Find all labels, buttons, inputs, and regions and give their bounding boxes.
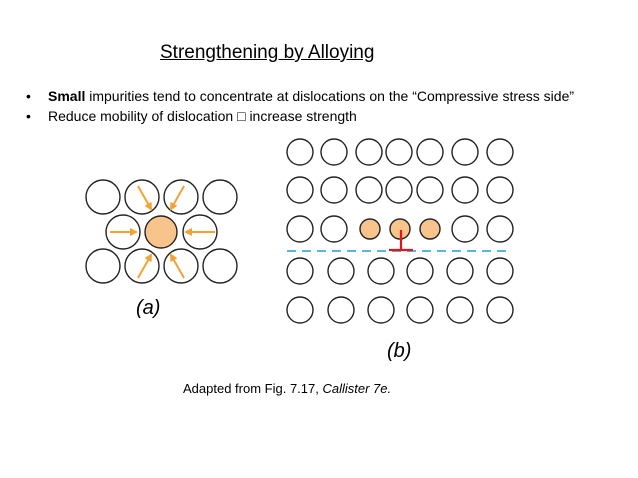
host-atom bbox=[327, 296, 355, 324]
caption-italic: Callister 7e. bbox=[322, 381, 392, 396]
host-atom bbox=[385, 176, 413, 204]
bullet-item: • Reduce mobility of dislocation □ incre… bbox=[26, 106, 574, 126]
bullet-rest: impurities tend to concentrate at disloc… bbox=[85, 88, 575, 104]
arrow-icon bbox=[137, 253, 152, 279]
host-atom bbox=[327, 257, 355, 285]
host-atom bbox=[367, 257, 395, 285]
host-atom bbox=[85, 248, 121, 284]
figure-caption: Adapted from Fig. 7.17, Callister 7e. bbox=[183, 381, 391, 396]
impurity-atom bbox=[419, 218, 441, 240]
host-atom bbox=[486, 296, 514, 324]
host-atom bbox=[124, 179, 160, 215]
title-text: Strengthening by Alloying bbox=[160, 42, 375, 63]
bullet-bold: Small bbox=[48, 88, 86, 104]
host-atom bbox=[355, 138, 383, 166]
caption-prefix: Adapted from Fig. 7.17, bbox=[183, 381, 323, 396]
arrow-icon bbox=[137, 185, 152, 211]
host-atom bbox=[124, 248, 160, 284]
arrow-icon bbox=[170, 185, 185, 211]
host-atom bbox=[416, 176, 444, 204]
bullet-text: Reduce mobility of dislocation □ increas… bbox=[48, 108, 357, 124]
host-atom bbox=[416, 138, 444, 166]
diagram-b bbox=[286, 138, 514, 324]
impurity-atom bbox=[144, 215, 178, 249]
bullet-list: • Small impurities tend to concentrate a… bbox=[26, 86, 574, 126]
host-atom bbox=[486, 138, 514, 166]
host-atom bbox=[320, 215, 348, 243]
host-atom bbox=[163, 179, 199, 215]
host-atom bbox=[202, 248, 238, 284]
host-atom bbox=[451, 215, 479, 243]
host-atom bbox=[286, 138, 314, 166]
host-atom bbox=[85, 179, 121, 215]
host-atom bbox=[286, 176, 314, 204]
host-atom bbox=[355, 176, 383, 204]
bullet-text: Small impurities tend to concentrate at … bbox=[48, 86, 574, 106]
host-atom bbox=[486, 176, 514, 204]
dislocation-symbol bbox=[389, 230, 413, 252]
host-atom bbox=[320, 138, 348, 166]
bullet-dot: • bbox=[26, 108, 31, 124]
host-atom bbox=[202, 179, 238, 215]
host-atom bbox=[367, 296, 395, 324]
arrow-icon bbox=[170, 253, 185, 279]
label-b: (b) bbox=[387, 340, 412, 362]
host-atom bbox=[286, 215, 314, 243]
host-atom bbox=[406, 257, 434, 285]
host-atom bbox=[286, 257, 314, 285]
host-atom bbox=[486, 257, 514, 285]
bullet-item: • Small impurities tend to concentrate a… bbox=[26, 86, 574, 106]
bullet-dot: • bbox=[26, 88, 31, 104]
host-atom bbox=[446, 257, 474, 285]
host-atom bbox=[286, 296, 314, 324]
host-atom bbox=[163, 248, 199, 284]
impurity-atom bbox=[359, 218, 381, 240]
label-a: (a) bbox=[136, 297, 161, 319]
host-atom bbox=[385, 138, 413, 166]
host-atom bbox=[451, 138, 479, 166]
host-atom bbox=[320, 176, 348, 204]
stress-arrows bbox=[110, 185, 215, 279]
host-atom bbox=[446, 296, 474, 324]
host-atom bbox=[451, 176, 479, 204]
host-atom bbox=[486, 215, 514, 243]
diagram-a bbox=[85, 179, 238, 284]
host-atom bbox=[406, 296, 434, 324]
